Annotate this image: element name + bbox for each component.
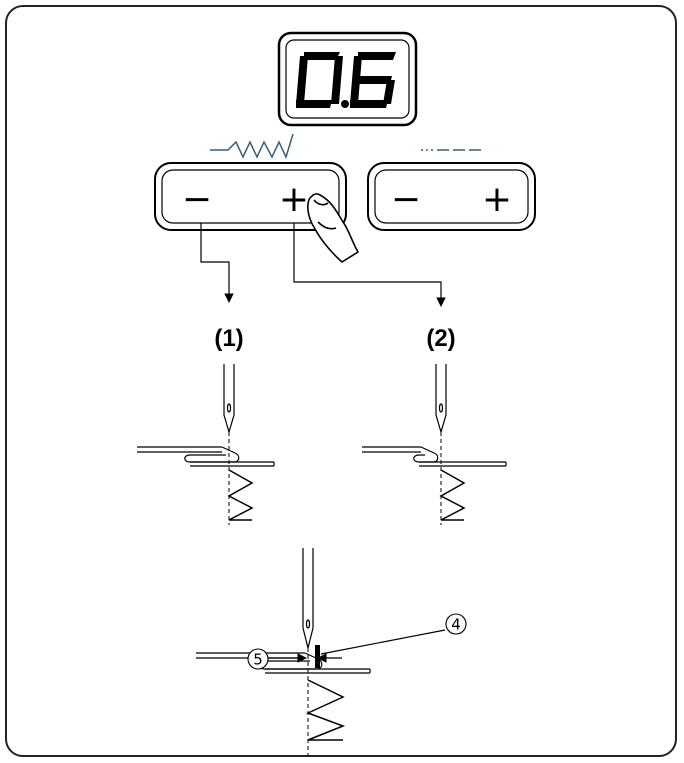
needle-icon (435, 364, 447, 435)
callout-4: 4 (445, 613, 467, 635)
needle-icon (302, 548, 314, 649)
stitch-length-control (367, 162, 536, 231)
callout-4-label: 4 (451, 616, 461, 634)
gap-dimension (266, 650, 342, 666)
step-2-label: (2) (426, 325, 455, 352)
lcd-display (277, 31, 418, 127)
blind-hem-stitch-icon (227, 469, 254, 521)
diagram-frame (5, 5, 677, 757)
stitch-length-minus-button[interactable]: − (391, 179, 421, 220)
needle-icon (223, 364, 235, 435)
step-1-label: (1) (214, 325, 243, 352)
zigzag-stitch-icon (210, 133, 294, 160)
zigzag-width-minus-button[interactable]: − (182, 179, 212, 220)
lcd-decimal-point (341, 100, 349, 108)
blind-hem-stitch-icon (306, 679, 346, 741)
connector-lines (200, 223, 446, 307)
fabric-fold-icon (196, 652, 371, 674)
finger-press-icon (307, 193, 359, 263)
callout-5: 5 (247, 648, 269, 670)
lcd-digit-6 (350, 52, 396, 108)
zigzag-width-plus-button[interactable]: + (279, 179, 309, 220)
stitch-length-plus-button[interactable]: + (482, 179, 512, 220)
zigzag-width-control (154, 162, 347, 231)
callout-5-label: 5 (253, 651, 263, 669)
guide-leader-line (320, 629, 446, 655)
lcd-digit-0 (296, 52, 343, 108)
fabric-fold-icon (362, 446, 507, 467)
blind-hem-stitch-icon (439, 469, 466, 521)
fabric-fold-icon (137, 446, 275, 467)
